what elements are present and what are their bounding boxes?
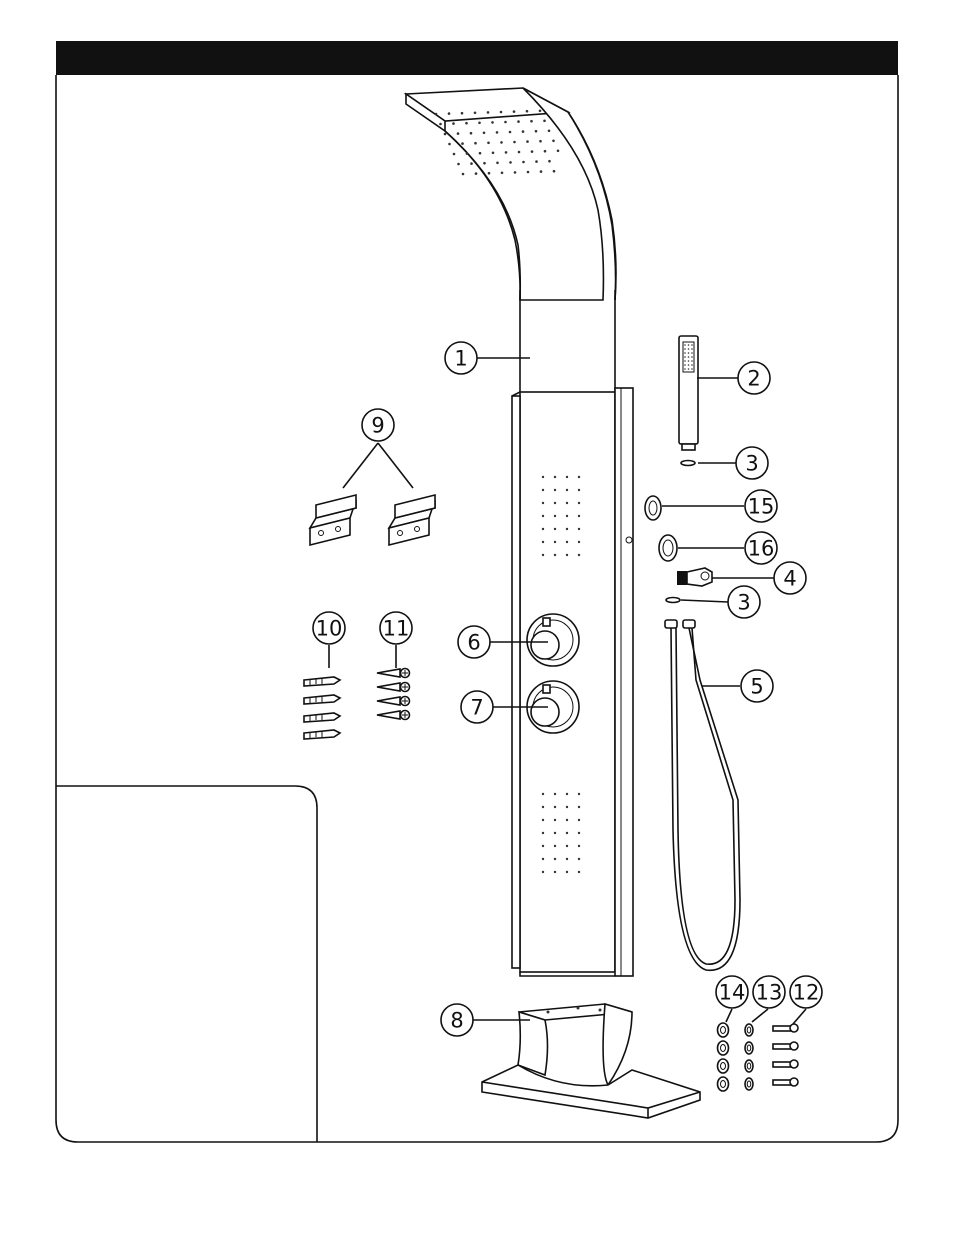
callout-label-6: 6 [467, 631, 480, 655]
callout-5: 5 [741, 670, 773, 702]
callout-3b: 3 [728, 586, 760, 618]
callout-label-3b: 3 [737, 591, 750, 615]
callout-13: 13 [753, 976, 785, 1008]
nuts [718, 1023, 729, 1091]
header-bar [56, 41, 898, 75]
callout-8: 8 [441, 1004, 473, 1036]
temperature-knob [527, 614, 579, 666]
callout-label-9: 9 [371, 414, 384, 438]
callout-15: 15 [745, 490, 777, 522]
flat-washers [745, 1024, 753, 1090]
callout-label-10: 10 [316, 617, 343, 641]
callout-4: 4 [774, 562, 806, 594]
callout-label-2: 2 [747, 367, 760, 391]
callout-label-1: 1 [454, 347, 467, 371]
callout-2: 2 [738, 362, 770, 394]
gasket [659, 535, 677, 561]
callout-label-12: 12 [793, 981, 820, 1005]
shower-panel [406, 88, 633, 976]
callout-16: 16 [745, 532, 777, 564]
callout-12: 12 [790, 976, 822, 1008]
inset-box [56, 786, 317, 1142]
bolts [773, 1024, 798, 1086]
callout-14: 14 [716, 976, 748, 1008]
callout-label-4: 4 [783, 567, 796, 591]
callout-label-13: 13 [756, 981, 783, 1005]
callout-10: 10 [313, 612, 345, 644]
wood-screws [377, 669, 410, 720]
callout-9: 9 [362, 409, 394, 441]
callout-label-15: 15 [748, 495, 775, 519]
callout-label-3a: 3 [745, 452, 758, 476]
callout-label-16: 16 [748, 537, 775, 561]
tub-spout [482, 1004, 700, 1118]
callout-label-14: 14 [719, 981, 746, 1005]
washer-bottom [666, 598, 680, 603]
callout-11: 11 [380, 612, 412, 644]
wall-anchors [304, 677, 340, 739]
callout-3a: 3 [736, 447, 768, 479]
callout-label-11: 11 [383, 617, 410, 641]
callout-label-7: 7 [470, 696, 483, 720]
callout-6: 6 [458, 626, 490, 658]
mounting-brackets [310, 495, 435, 545]
washer-top [681, 461, 695, 466]
hand-shower [679, 336, 698, 450]
shower-hose [665, 620, 740, 970]
callout-7: 7 [461, 691, 493, 723]
hand-shower-holder [677, 568, 712, 586]
wall-flange [645, 496, 661, 520]
callout-label-5: 5 [750, 675, 763, 699]
callout-1: 1 [445, 342, 477, 374]
callout-label-8: 8 [450, 1009, 463, 1033]
